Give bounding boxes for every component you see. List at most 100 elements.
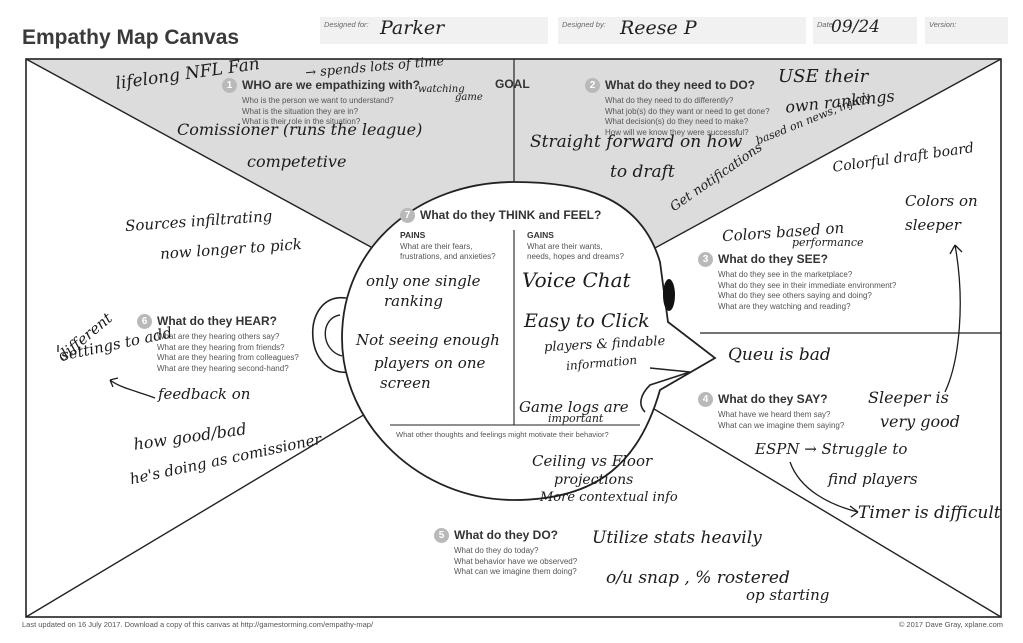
note-pains-ranking: ranking [384, 292, 443, 310]
pains-label: PAINS [400, 230, 426, 240]
goal-label: GOAL [495, 77, 530, 91]
note-pains-not-seeing: Not seeing enough [356, 331, 500, 349]
section-do-need-question: What do they need to do differently? [605, 96, 734, 105]
section-who: 1 WHO are we empathizing with? Who is the… [222, 76, 420, 128]
note-do-op-starting: op starting [746, 586, 830, 604]
designed-for-value: Parker [380, 17, 445, 39]
note-say-find-players: find players [828, 470, 918, 488]
note-need-use-their: USE their [778, 66, 869, 87]
version-field[interactable]: Version: [925, 17, 1008, 44]
note-gains-ceiling-floor: Ceiling vs Floor [532, 452, 653, 470]
section-who-question: What is the situation they are in? [242, 106, 359, 116]
section-say-question: What have we heard them say? [718, 410, 831, 419]
eye-shape [663, 279, 675, 311]
designed-by-field[interactable]: Designed by: Reese P [558, 17, 806, 44]
footer-right: © 2017 Dave Gray, xplane.com [898, 620, 1003, 629]
note-hear-feedback: feedback on [158, 385, 251, 403]
section-do-need-question: How will we know they were successful? [605, 127, 749, 137]
section-hear-question: What are they hearing others say? [157, 332, 280, 341]
section-see-question: What are they watching and reading? [718, 301, 851, 311]
date-value: 09/24 [831, 17, 880, 37]
pains-question: frustrations, and anxieties? [400, 252, 496, 261]
note-who-competitive: competetive [247, 152, 347, 171]
designed-for-field[interactable]: Designed for: Parker [320, 17, 548, 44]
section-see-number: 3 [698, 252, 713, 267]
mouth-shape [640, 367, 691, 413]
note-pains-players-one: players on one [374, 354, 486, 372]
pains-question: What are their fears, [400, 242, 473, 251]
section-who-number: 1 [222, 78, 237, 93]
note-gains-game-logs: Game logs are [519, 398, 629, 416]
section-hear-number: 6 [137, 314, 152, 329]
note-who-watching: watching [418, 84, 465, 95]
arrow-feedback [109, 377, 156, 399]
footer-left: Last updated on 16 July 2017. Download a… [22, 620, 374, 629]
section-do-need-number: 2 [585, 78, 600, 93]
pains-questions: What are their fears, frustrations, and … [400, 242, 496, 262]
ear-inner [324, 314, 343, 357]
note-gains-important: important [548, 412, 604, 425]
note-see-colors-on: Colors on [905, 192, 978, 210]
section-say-title: What do they SAY? [718, 392, 828, 406]
section-see-title: What do they SEE? [718, 252, 829, 266]
section-do-today-number: 5 [434, 528, 449, 543]
note-say-espn-struggle: ESPN → Struggle to [755, 440, 908, 458]
note-gains-easy-click: Easy to Click [524, 310, 650, 332]
section-say: 4 What do they SAY? What have we heard th… [698, 390, 844, 431]
note-say-very-good: very good [880, 412, 961, 431]
section-see: 3 What do they SEE? What do they see in t… [698, 250, 896, 312]
section-do-today-question: What do they do today? [454, 546, 539, 555]
note-do-snap-rostered: o/u snap , % rostered [606, 568, 790, 588]
note-say-timer-difficult: Timer is difficult [858, 503, 1001, 523]
section-hear-title: What do they HEAR? [157, 314, 277, 328]
note-gains-projections: projections [554, 472, 634, 488]
section-who-question: Who is the person we want to understand? [242, 96, 394, 105]
designed-by-value: Reese P [620, 17, 697, 39]
note-who-commissioner: Comissioner (runs the league) [177, 120, 423, 139]
designed-for-label: Designed for: [324, 20, 369, 29]
other-thoughts-prompt: What other thoughts and feelings might m… [396, 430, 609, 439]
note-gains-contextual: More contextual info [540, 490, 678, 505]
note-pains-screen: screen [380, 374, 431, 392]
note-do-utilize-stats: Utilize stats heavily [592, 528, 762, 548]
page-title: Empathy Map Canvas [22, 26, 240, 49]
section-hear-question: What are they hearing second-hand? [157, 363, 289, 373]
note-see-performance: performance [792, 236, 864, 249]
date-field[interactable]: Date: 09/24 [813, 17, 917, 44]
section-see-question: What do they see in the marketplace? [718, 270, 853, 279]
section-do-today-question: What can we imagine them doing? [454, 567, 577, 576]
ear-shape [311, 297, 351, 373]
note-see-sleeper: sleeper [905, 216, 961, 234]
version-label: Version: [929, 20, 957, 29]
gains-question: What are their wants, [527, 242, 603, 251]
arrow-espn [789, 461, 859, 518]
gains-questions: What are their wants, needs, hopes and d… [527, 242, 624, 262]
section-do-today-title: What do they DO? [454, 528, 558, 542]
date-label: Date: [817, 20, 835, 29]
note-need-straight-forward: Straight forward on how [530, 132, 743, 152]
note-pains-single: only one single [366, 272, 481, 290]
section-see-question: What do they see others saying and doing… [718, 291, 872, 300]
section-think-number: 7 [400, 208, 415, 223]
section-do-need-question: What job(s) do they want or need to get … [605, 106, 770, 116]
note-gains-voice-chat: Voice Chat [522, 268, 631, 292]
section-do-today-question: What behavior have we observed? [454, 556, 578, 566]
designed-by-label: Designed by: [562, 20, 606, 29]
note-need-to-draft: to draft [610, 162, 675, 182]
note-who-game: game [455, 92, 483, 103]
section-do-today: 5 What do they DO? What do they do today?… [434, 526, 577, 578]
gains-question: needs, hopes and dreams? [527, 252, 624, 261]
arrow-sleeper [944, 244, 963, 393]
section-see-question: What do they see in their immediate envi… [718, 280, 897, 290]
section-say-number: 4 [698, 392, 713, 407]
section-hear-question: What are they hearing from friends? [157, 342, 285, 352]
note-say-queu-bad: Queu is bad [728, 345, 831, 365]
section-do-need-question: What decision(s) do they need to make? [605, 117, 749, 126]
section-who-question: What is their role in the situation? [242, 117, 361, 126]
gains-label: GAINS [527, 230, 554, 240]
section-who-title: WHO are we empathizing with? [242, 78, 421, 92]
section-hear: 6 What do they HEAR? What are they hearin… [137, 312, 299, 374]
